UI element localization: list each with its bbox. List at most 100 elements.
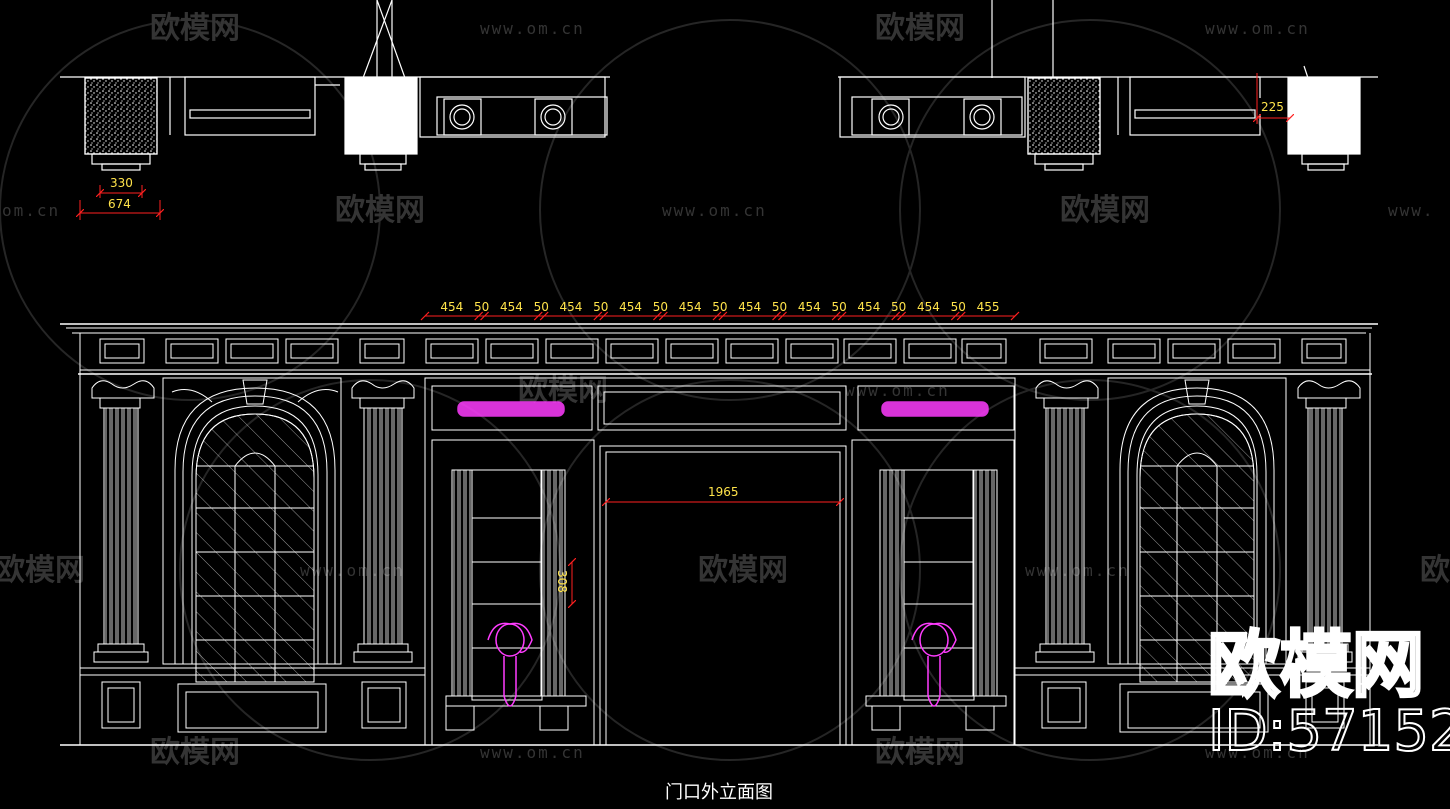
dimension-label: 50 xyxy=(831,300,846,314)
dimension-label: 454 xyxy=(679,300,702,314)
frieze-panel xyxy=(359,338,405,364)
frieze-panel-inner xyxy=(550,343,594,359)
watermark-url: www.om.cn xyxy=(662,201,767,220)
frieze-panel xyxy=(725,338,779,364)
garland-ornament xyxy=(881,401,989,417)
dimension-label: 454 xyxy=(619,300,642,314)
dimension-label: 330 xyxy=(110,176,133,190)
right-arched-window xyxy=(1107,377,1287,733)
watermark-brand: 欧模网 xyxy=(698,553,788,588)
frieze-panel xyxy=(665,338,719,364)
frieze-panel xyxy=(285,338,339,364)
watermark-url: www.om.cn xyxy=(1205,743,1310,762)
frieze-panel-inner xyxy=(1306,343,1342,359)
watermark-brand: 欧模网 xyxy=(150,735,240,770)
frieze-panel-inner xyxy=(1112,343,1156,359)
frieze-panel xyxy=(165,338,219,364)
dimension-tick xyxy=(712,311,722,321)
granite-column-plan xyxy=(84,77,158,155)
frieze-panel xyxy=(1167,338,1221,364)
dimension-tick xyxy=(474,311,484,321)
ornaments xyxy=(457,401,989,707)
granite-column-plan xyxy=(1027,77,1101,155)
dimension-tick xyxy=(652,311,662,321)
dimension-tick xyxy=(831,311,841,321)
frieze-panel-inner xyxy=(430,343,474,359)
dimension-label: 50 xyxy=(772,300,787,314)
dimension-tick xyxy=(897,311,907,321)
frieze-panel-inner xyxy=(490,343,534,359)
dimension-label: 308 xyxy=(555,570,569,593)
dimension-label: 50 xyxy=(474,300,489,314)
frieze-panel xyxy=(99,338,145,364)
frieze-panel xyxy=(1227,338,1281,364)
dimension-label: 50 xyxy=(891,300,906,314)
right-column-1 xyxy=(1035,380,1099,663)
frieze-panel-inner xyxy=(1044,343,1088,359)
watermark-layer: 欧模网 欧模网 欧模网 欧模网 欧模网 欧模网 欧模网 欧模网 欧模网 欧模网 … xyxy=(0,11,1450,770)
frieze-panel xyxy=(1039,338,1093,364)
watermark-brand: 欧模网 xyxy=(0,553,85,588)
dimension-label: 454 xyxy=(500,300,523,314)
dimension-tick xyxy=(837,311,847,321)
dimension-label: 454 xyxy=(738,300,761,314)
left-arched-window xyxy=(162,377,342,733)
dimension-tick xyxy=(778,311,787,321)
frieze-panel-inner xyxy=(848,343,892,359)
dimension-tick xyxy=(599,311,609,321)
watermark-url: www. xyxy=(1388,201,1435,220)
right-column-2 xyxy=(1297,380,1361,663)
frieze-panel xyxy=(605,338,659,364)
watermark-url: www.om.cn xyxy=(845,381,950,400)
plan-view xyxy=(60,0,1378,171)
watermark-url: www.om.cn xyxy=(1205,19,1310,38)
watermark-brand: 欧模网 xyxy=(1420,553,1450,588)
watermark-brand: 欧模网 xyxy=(875,11,965,46)
brand-logo: 欧模网 ID:571520 xyxy=(1207,622,1450,766)
dimension-label: 454 xyxy=(798,300,821,314)
frieze-panel xyxy=(1107,338,1161,364)
drawing-title: 门口外立面图 xyxy=(665,782,773,803)
frieze-panel-inner xyxy=(790,343,834,359)
facade-elevation xyxy=(60,323,1378,746)
dimension-label: 674 xyxy=(108,197,131,211)
dimension-tick xyxy=(772,311,781,321)
pillar-plan xyxy=(344,77,418,155)
frieze-panel-inner xyxy=(1232,343,1276,359)
left-column-1 xyxy=(91,380,155,663)
frieze-panel-inner xyxy=(610,343,654,359)
frieze-panel-inner xyxy=(1172,343,1216,359)
frieze-panel-inner xyxy=(170,343,214,359)
watermark-url: om.cn xyxy=(2,201,60,220)
dimension-tick xyxy=(891,311,901,321)
dimension-label: 50 xyxy=(593,300,608,314)
frieze-panels xyxy=(99,338,1347,364)
dimension-tick xyxy=(950,311,960,321)
pillar-plan xyxy=(1287,77,1361,155)
frieze-panel-inner xyxy=(908,343,952,359)
garland-ornament xyxy=(457,401,565,417)
frieze-panel-inner xyxy=(364,343,400,359)
dimension-tick xyxy=(593,311,603,321)
frieze-panel xyxy=(961,338,1007,364)
dimension-label: 454 xyxy=(440,300,463,314)
dimension-label: 50 xyxy=(534,300,549,314)
dimension-tick xyxy=(420,311,430,321)
plan-dimensions: 330 674 225 xyxy=(80,73,1290,220)
dimension-label: 50 xyxy=(712,300,727,314)
dimension-label: 1965 xyxy=(708,485,739,499)
frieze-panel xyxy=(225,338,279,364)
dimension-tick xyxy=(658,311,668,321)
dimension-tick xyxy=(480,311,490,321)
frieze-panel xyxy=(425,338,479,364)
dimension-label: 455 xyxy=(977,300,1000,314)
watermark-url: www.om.cn xyxy=(480,19,585,38)
frieze-panel xyxy=(843,338,897,364)
elephant-head-ornament xyxy=(487,622,533,707)
frieze-panel-inner xyxy=(230,343,274,359)
elephant-head-ornament xyxy=(911,622,957,707)
dimension-tick xyxy=(539,311,549,321)
dimension-label: 454 xyxy=(917,300,940,314)
